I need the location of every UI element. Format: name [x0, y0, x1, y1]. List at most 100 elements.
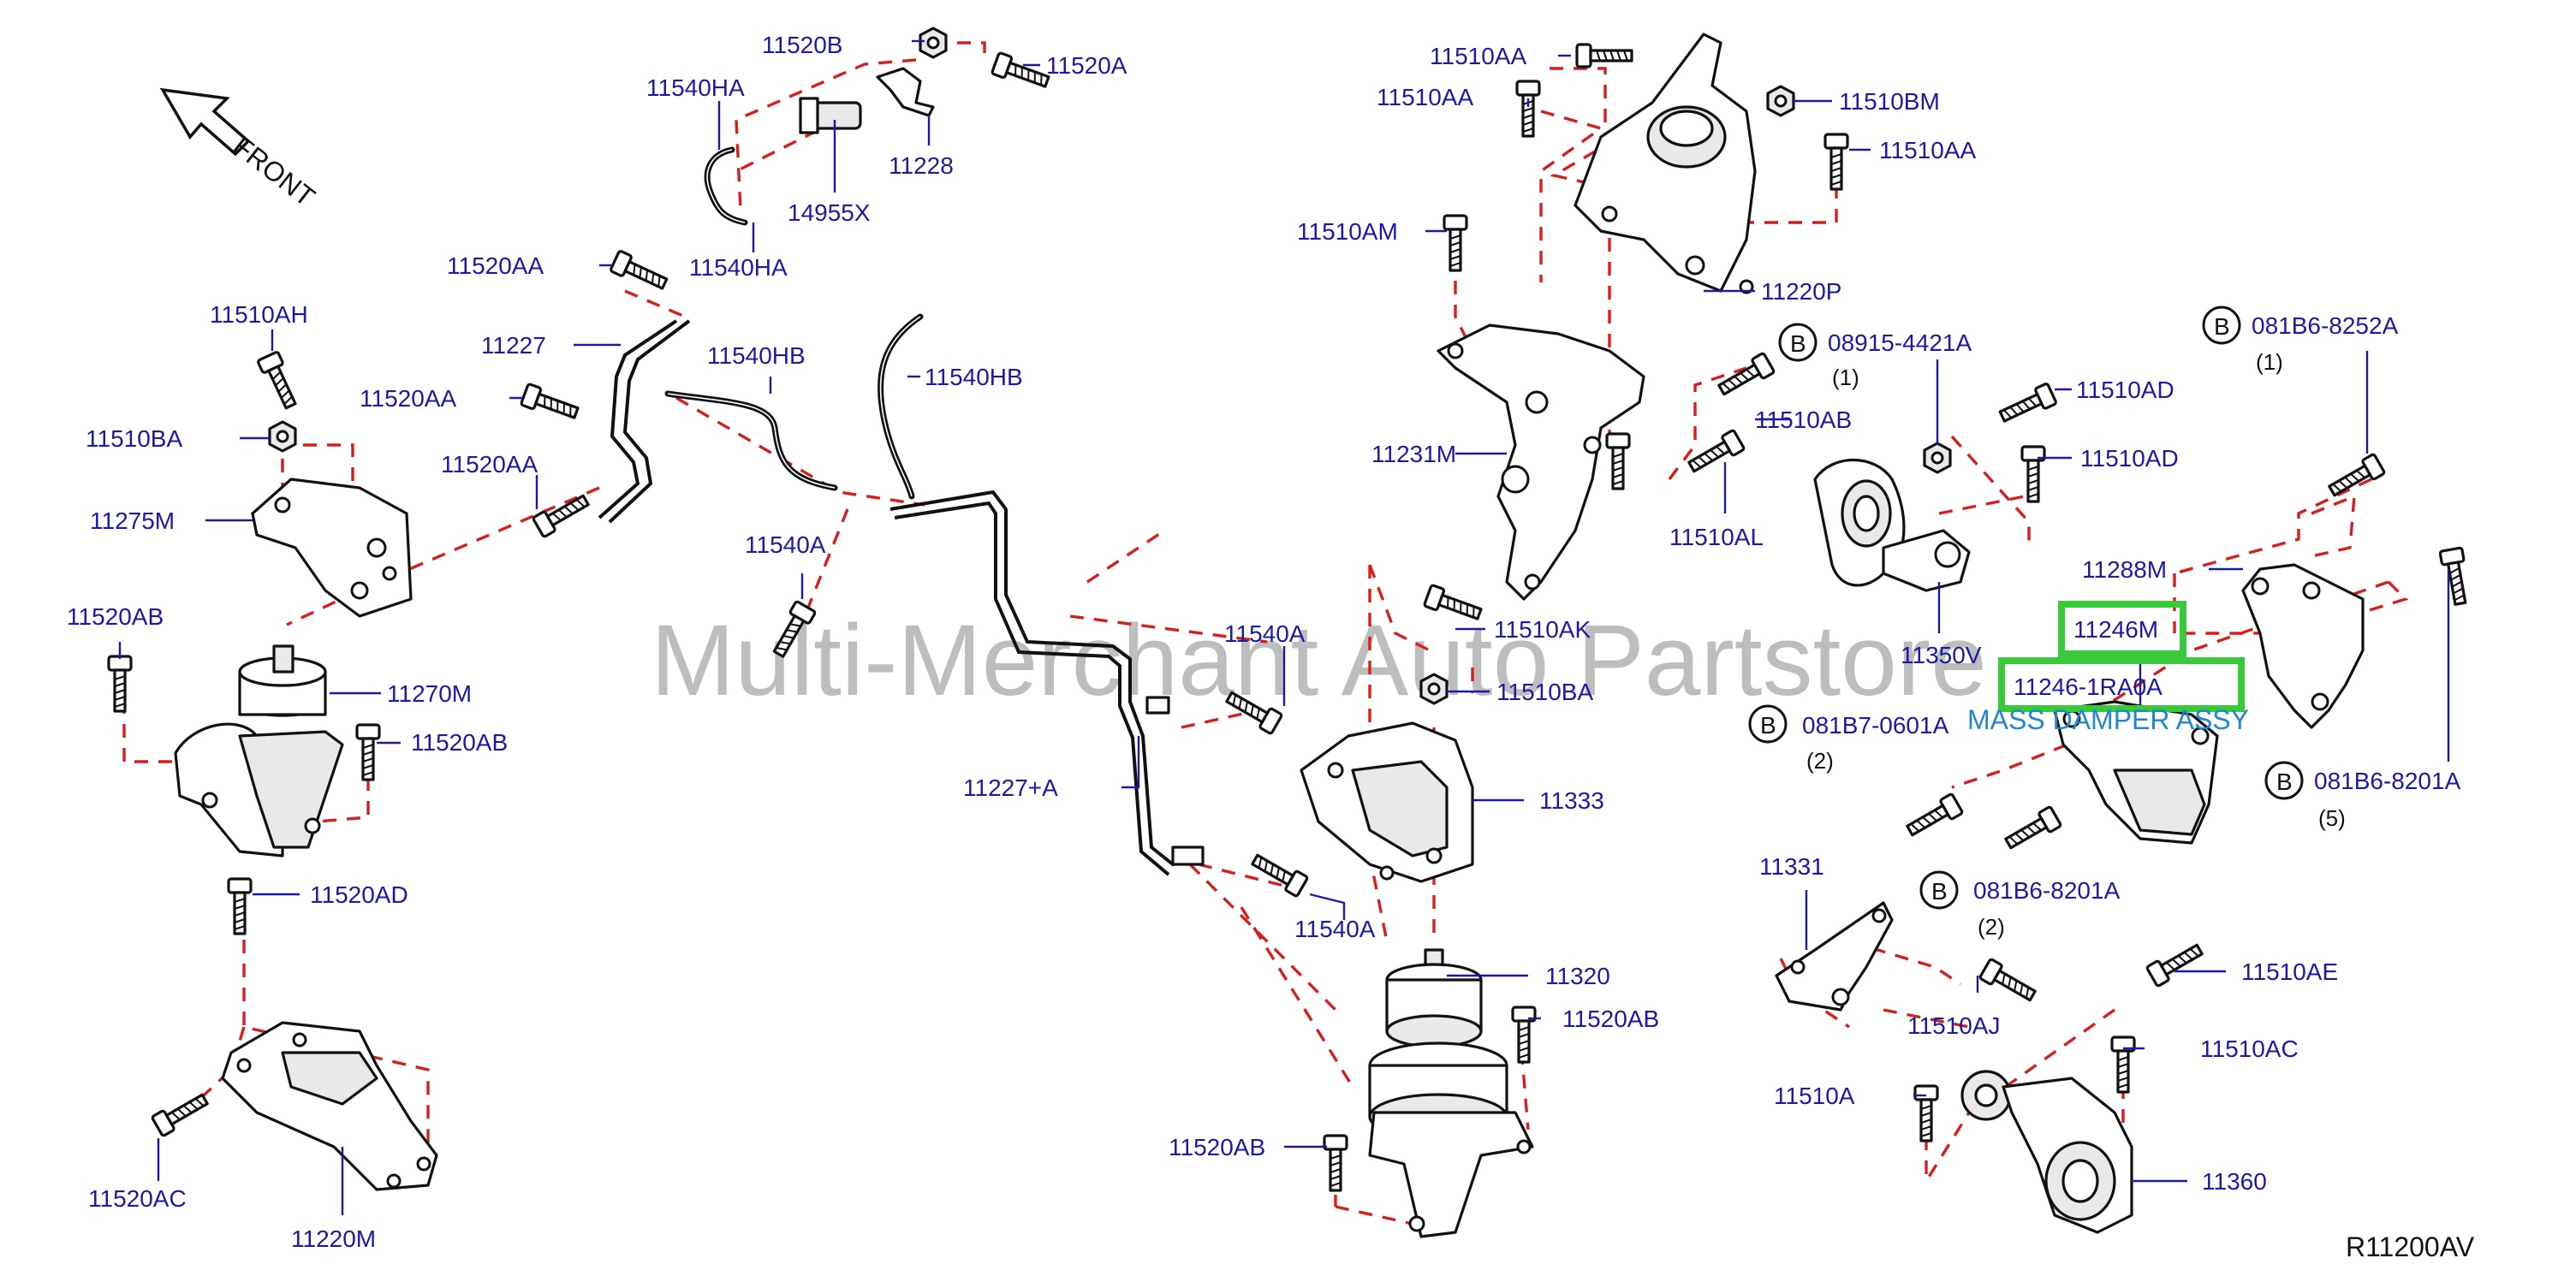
- torque-rod-11350v-part: [1813, 458, 1971, 592]
- label-11520ab-1[interactable]: 11520AB: [67, 603, 164, 630]
- label-11510bm[interactable]: 11510BM: [1839, 88, 1940, 115]
- label-11331[interactable]: 11331: [1759, 853, 1824, 880]
- qty-081b7: (2): [1806, 748, 1834, 774]
- label-11510ad-2[interactable]: 11510AD: [2080, 445, 2179, 472]
- label-11275m[interactable]: 11275M: [90, 507, 175, 534]
- label-081b6-8201a-r[interactable]: 081B6-8201A: [2314, 768, 2461, 794]
- bracket-11220m-part: [221, 1021, 438, 1191]
- label-11270m[interactable]: 11270M: [387, 680, 472, 707]
- label-11540ha-bot[interactable]: 11540HA: [689, 254, 788, 281]
- bolt-badges: [1748, 306, 2304, 910]
- label-11231m[interactable]: 11231M: [1371, 441, 1456, 467]
- label-08915-4421a[interactable]: 08915-4421A: [1828, 329, 1972, 356]
- pipe-11227a-part: [889, 490, 1205, 876]
- label-11510ak[interactable]: 11510AK: [1494, 616, 1591, 643]
- label-11510am[interactable]: 11510AM: [1297, 218, 1398, 245]
- label-11510ae[interactable]: 11510AE: [2241, 958, 2338, 985]
- mount-11220p-part: [1574, 33, 1757, 294]
- label-11520ab-4[interactable]: 11520AB: [1169, 1134, 1265, 1160]
- leader-lines: [118, 39, 2450, 1215]
- label-11510ac[interactable]: 11510AC: [2200, 1036, 2299, 1062]
- drawing-reference: R11200AV: [2346, 1231, 2475, 1262]
- bolt-11510a-icon: [1913, 1084, 1939, 1142]
- label-11227a[interactable]: 11227+A: [963, 774, 1058, 801]
- label-11540hb-1[interactable]: 11540HB: [707, 342, 806, 369]
- bolt-11510ab-icon: [1714, 351, 1776, 401]
- watermark: Multi-Merchant Auto Partstore: [651, 604, 1987, 717]
- label-11510ba-left[interactable]: 11510BA: [86, 425, 182, 452]
- label-11510aa-2[interactable]: 11510AA: [1377, 84, 1473, 110]
- badge-b-4: B: [2276, 769, 2293, 795]
- label-11510a[interactable]: 11510A: [1774, 1083, 1855, 1109]
- bolt-11520ad-icon: [227, 877, 253, 935]
- label-11540hb-2[interactable]: 11540HB: [925, 364, 1023, 390]
- hose-11540ha-part: [704, 146, 748, 226]
- bolt-081b6-8201a-b-icon: [2001, 804, 2063, 855]
- bolt-11520ac-icon: [150, 1088, 212, 1138]
- label-11228[interactable]: 11228: [889, 152, 954, 179]
- label-11288m[interactable]: 11288M: [2082, 556, 2167, 583]
- mount-11320-part: [1368, 948, 1534, 1238]
- bolt-11520aa-2-icon: [519, 382, 581, 425]
- bolt-081b7-0601a-icon: [1902, 792, 1965, 842]
- label-11520ad[interactable]: 11520AD: [310, 881, 408, 908]
- bolt-11510aa-3-icon: [1823, 133, 1849, 191]
- bolt-11520ab-3-icon: [1511, 1006, 1537, 1064]
- bolt-11510aa-2-icon: [1515, 80, 1541, 138]
- label-11220p[interactable]: 11220P: [1761, 278, 1841, 305]
- label-11510ah[interactable]: 11510AH: [210, 301, 308, 328]
- qty-8252a: (1): [2256, 349, 2283, 375]
- label-11520aa-1[interactable]: 11520AA: [447, 252, 544, 279]
- label-11520ac[interactable]: 11520AC: [88, 1185, 187, 1212]
- bracket-11228-part: [876, 67, 935, 117]
- label-11510al[interactable]: 11510AL: [1669, 524, 1764, 550]
- bracket-11288m-part: [2241, 563, 2365, 729]
- badge-b-5: B: [1931, 878, 1948, 905]
- label-11510ab[interactable]: 11510AB: [1755, 407, 1852, 433]
- label-11360[interactable]: 11360: [2202, 1168, 2267, 1195]
- highlight-11246-box: [1998, 657, 2245, 712]
- label-11520aa-2[interactable]: 11520AA: [360, 385, 456, 412]
- label-11540a-1[interactable]: 11540A: [745, 531, 826, 558]
- label-11246m[interactable]: 11246M: [2073, 616, 2158, 643]
- bolt-11510am-icon: [1443, 214, 1468, 272]
- label-081b7-0601a[interactable]: 081B7-0601A: [1802, 712, 1949, 739]
- label-11510aa-1[interactable]: 11510AA: [1430, 43, 1526, 69]
- label-081b6-8252a[interactable]: 081B6-8252A: [2252, 312, 2399, 339]
- nut-11520b-icon: [919, 27, 948, 59]
- label-11510ba-mid[interactable]: 11510BA: [1496, 679, 1593, 705]
- label-11520ab-2[interactable]: 11520AB: [411, 729, 508, 756]
- label-11520ab-3[interactable]: 11520AB: [1562, 1006, 1659, 1032]
- bolt-11520aa-1-icon: [609, 249, 671, 295]
- label-11227[interactable]: 11227: [481, 332, 546, 359]
- hose-11540hb-part: [664, 313, 924, 500]
- qty-8201a-b: (2): [1978, 914, 2005, 940]
- label-11510ad-1[interactable]: 11510AD: [2076, 377, 2174, 403]
- bolt-11510al-small-icon: [1605, 432, 1631, 490]
- bolt-081b6-8201a-r-icon: [2438, 546, 2473, 608]
- label-11540a-3[interactable]: 11540A: [1294, 916, 1376, 942]
- bolt-11510ad-2-icon: [2020, 445, 2046, 503]
- label-11320[interactable]: 11320: [1545, 963, 1610, 989]
- bolt-11540a-3-icon: [1247, 848, 1310, 899]
- label-11520a[interactable]: 11520A: [1046, 52, 1127, 79]
- label-11246-1ra0a[interactable]: 11246-1RA0A: [2014, 674, 2163, 700]
- bolt-11520aa-3-icon: [531, 489, 593, 539]
- label-11333[interactable]: 11333: [1539, 787, 1604, 814]
- label-11220m[interactable]: 11220M: [291, 1225, 376, 1252]
- bolt-11520a-icon: [990, 50, 1052, 94]
- label-081b6-8201a-b[interactable]: 081B6-8201A: [1973, 877, 2121, 904]
- label-11520b[interactable]: 11520B: [762, 32, 842, 58]
- mount-11270m-part: [174, 644, 344, 858]
- label-11510aj[interactable]: 11510AJ: [1907, 1012, 2000, 1039]
- note-mass-damper: MASS DAMPER ASSY: [1967, 704, 2249, 735]
- label-11520aa-3[interactable]: 11520AA: [441, 451, 538, 478]
- bolt-11520ab-1-icon: [107, 655, 133, 713]
- bracket-11275m-part: [251, 478, 413, 618]
- label-11350v[interactable]: 11350V: [1901, 642, 1982, 668]
- label-11540ha-top[interactable]: 11540HA: [646, 74, 745, 101]
- bolt-11510aa-1-icon: [1575, 43, 1633, 68]
- label-11510aa-3[interactable]: 11510AA: [1879, 137, 1976, 163]
- label-14955x[interactable]: 14955X: [788, 199, 871, 226]
- label-11540a-2[interactable]: 11540A: [1224, 620, 1306, 647]
